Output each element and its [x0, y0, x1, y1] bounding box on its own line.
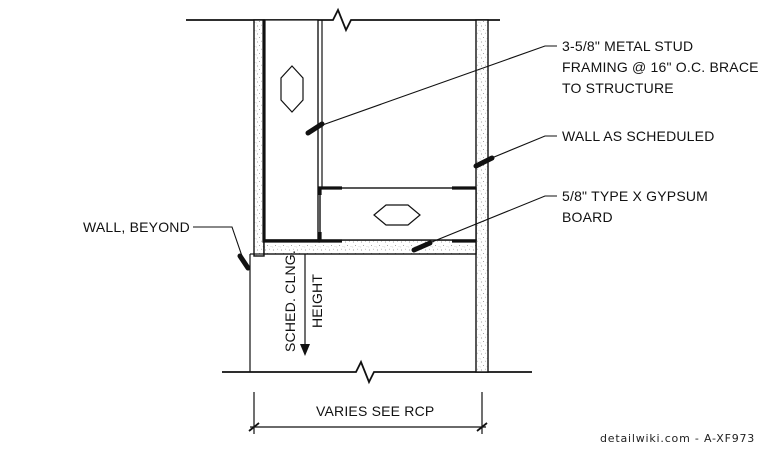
leader-wall-as-scheduled	[473, 135, 557, 169]
watermark: detailwiki.com - A-XF973	[600, 432, 755, 445]
label-metal-stud-line-3: TO STRUCTURE	[562, 80, 674, 96]
label-metal-stud-line-1: 3-5/8" METAL STUD	[562, 38, 693, 54]
soffit-stud-symbol	[373, 204, 421, 226]
label-sched-clng: SCHED. CLNG.	[282, 250, 298, 352]
label-height: HEIGHT	[309, 274, 325, 328]
wall-beyond-edge	[249, 253, 264, 372]
label-gypsum-line-2: BOARD	[562, 209, 613, 225]
label-wall-as-scheduled: WALL AS SCHEDULED	[562, 128, 715, 144]
soffit-section	[262, 186, 477, 255]
leader-metal-stud	[305, 45, 557, 136]
top-break-line	[186, 7, 500, 33]
leader-gypsum-board	[411, 195, 557, 253]
label-wall-beyond: WALL, BEYOND	[83, 219, 190, 235]
leader-wall-beyond	[193, 226, 251, 271]
label-metal-stud-line-2: FRAMING @ 16" O.C. BRACE	[562, 59, 759, 75]
bottom-break-line	[222, 359, 532, 385]
label-gypsum-line-1: 5/8" TYPE X GYPSUM	[562, 188, 708, 204]
stud-profile-symbol	[280, 65, 304, 113]
left-wall-section	[253, 19, 323, 257]
right-wall-section	[475, 19, 489, 373]
dimension-line	[248, 392, 488, 434]
label-dimension: VARIES SEE RCP	[316, 403, 434, 419]
ceiling-height-arrow	[300, 254, 310, 356]
